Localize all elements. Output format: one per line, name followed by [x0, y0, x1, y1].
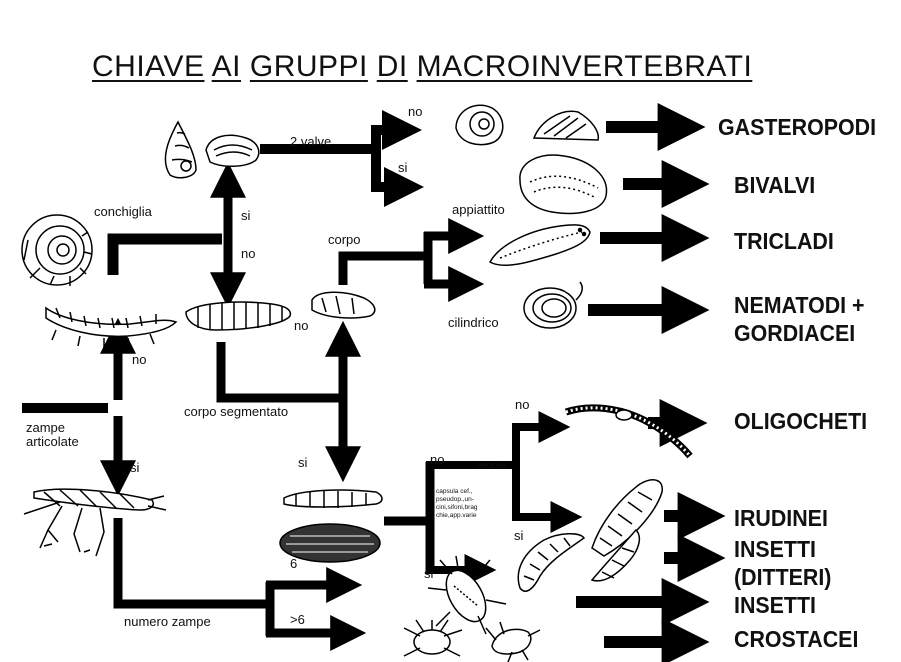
label-no-ventose: no — [430, 452, 444, 467]
label-yes-shell: si — [241, 208, 250, 223]
result-nematodi-line-2: GORDIACEI — [734, 320, 855, 347]
limpet-shell-icon — [534, 111, 598, 140]
label-no-oligocheti: no — [515, 397, 529, 412]
conchiglia-connector — [113, 239, 222, 275]
label-corpo-segmentato: corpo segmentato — [184, 404, 288, 419]
title-word: GRUPPI — [250, 50, 368, 83]
title-word: MACROINVERTEBRATI — [417, 50, 753, 83]
snail-spire-icon — [165, 122, 196, 178]
result-insetti-ditteri-line-1: INSETTI — [734, 536, 816, 563]
flatworm-icon — [490, 225, 590, 265]
spiral-shell-icon — [22, 215, 92, 286]
label-zampe-line-1: zampe — [26, 420, 65, 435]
bivalve-shell-icon — [520, 155, 607, 213]
result-oligocheti: OLIGOCHETI — [734, 408, 867, 435]
title-word: CHIAVE — [92, 50, 204, 83]
insect-nymph-icon — [24, 489, 166, 556]
label-conchiglia: conchiglia — [94, 204, 152, 219]
label-ventose: ventose — [478, 462, 506, 470]
result-nematodi-line-1: NEMATODI + — [734, 292, 865, 319]
dipteran-larva-icon — [518, 534, 584, 591]
oligochaete-worm-icon — [566, 408, 690, 456]
label-yes-valves: si — [398, 160, 407, 175]
label-appiattito: appiattito — [452, 202, 505, 217]
segmented-worm-icon — [284, 490, 382, 508]
title-word: AI — [212, 50, 241, 83]
corpo-connector — [343, 256, 428, 285]
label-no-valves: no — [408, 104, 422, 119]
two-valves-connector — [260, 149, 376, 187]
result-irudinei: IRUDINEI — [734, 505, 828, 532]
label-capsula-features: capsula cef., pseudop.,un- cini,sifoni,b… — [436, 488, 478, 520]
planorbis-snail-icon — [456, 105, 503, 144]
clam-shell-icon — [206, 135, 259, 166]
label-no-corpo: no — [294, 318, 308, 333]
title-word: DI — [377, 50, 408, 83]
label-no-shell: no — [241, 246, 255, 261]
label-more-than-six: >6 — [290, 612, 305, 627]
label-corpo: corpo — [328, 232, 361, 247]
diagram-title: CHIAVE AI GRUPPI DI MACROINVERTEBRATI — [92, 50, 752, 84]
crustacean-isopod-icon — [404, 620, 462, 656]
caterpillar-icon — [46, 308, 176, 348]
label-zampe-line-2: articolate — [26, 434, 79, 449]
label-two-valves: 2 valve — [290, 134, 331, 149]
label-yes-capsula: si — [514, 528, 523, 543]
label-no-zampe: no — [132, 352, 146, 367]
result-bivalvi: BIVALVI — [734, 172, 815, 199]
result-tricladi: TRICLADI — [734, 228, 834, 255]
segmented-larva-icon — [186, 302, 290, 330]
label-yes-segmentato: si — [298, 455, 307, 470]
slug-icon — [312, 292, 375, 318]
coiled-nematode-icon — [524, 282, 582, 328]
label-yes-insetti: si — [424, 566, 433, 581]
numero-zampe-connector — [118, 518, 270, 604]
result-gasteropodi: GASTEROPODI — [718, 114, 876, 141]
result-crostacei: CROSTACEI — [734, 626, 858, 653]
result-insetti-ditteri-line-2: (DITTERI) — [734, 564, 831, 591]
label-numero-zampe: numero zampe — [124, 614, 211, 629]
label-yes-zampe: si — [130, 460, 139, 475]
corpo-segmentato-connector — [221, 342, 343, 398]
label-cilindrico: cilindrico — [448, 315, 499, 330]
label-six-legs: 6 — [290, 556, 297, 571]
crustacean-amphipod-icon — [486, 622, 540, 662]
result-insetti: INSETTI — [734, 592, 816, 619]
